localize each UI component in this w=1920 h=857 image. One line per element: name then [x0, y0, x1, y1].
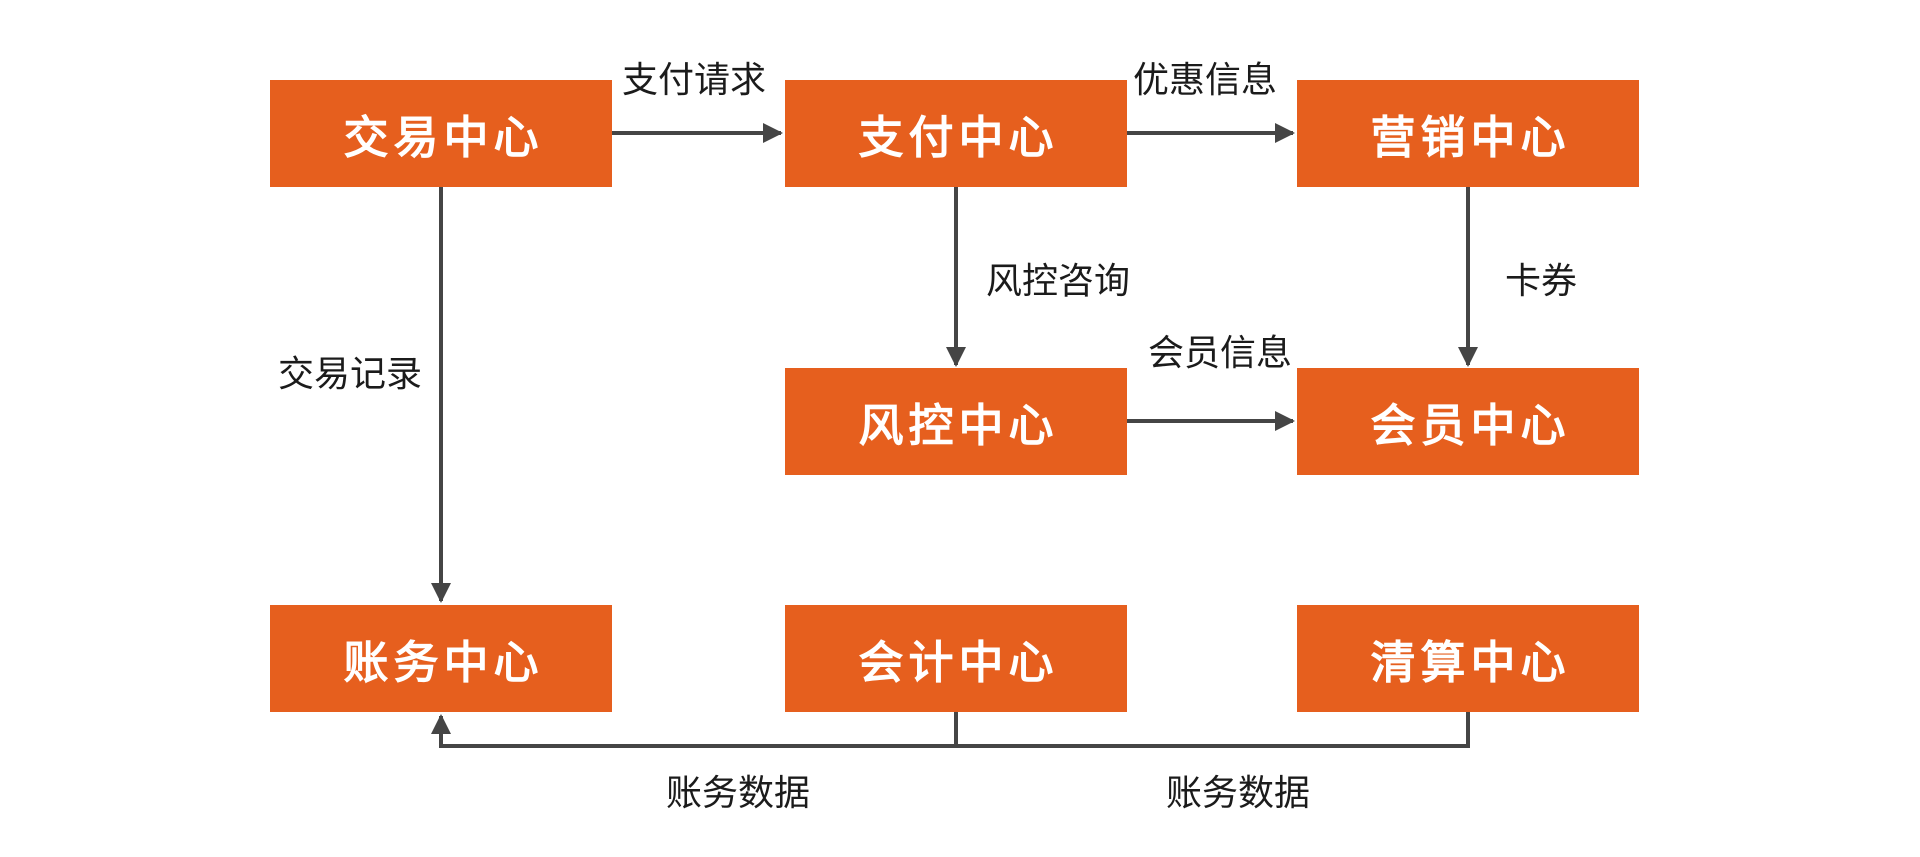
node-risk-center: 风控中心: [785, 368, 1127, 475]
edge-label-member-info: 会员信息: [1147, 332, 1293, 373]
edge-label-finance-data-1: 账务数据: [665, 772, 811, 813]
node-clearing-center: 清算中心: [1297, 605, 1639, 712]
node-accounting-center: 会计中心: [785, 605, 1127, 712]
node-payment-center: 支付中心: [785, 80, 1127, 187]
node-finance-center: 账务中心: [270, 605, 612, 712]
node-trade-center: 交易中心: [270, 80, 612, 187]
edge-label-trade-record: 交易记录: [277, 353, 423, 394]
node-marketing-center: 营销中心: [1297, 80, 1639, 187]
edge-label-finance-data-2: 账务数据: [1165, 772, 1311, 813]
edge-label-promo-info: 优惠信息: [1132, 59, 1278, 100]
node-member-center: 会员中心: [1297, 368, 1639, 475]
edge-label-coupon: 卡券: [1504, 260, 1578, 301]
edge-label-payment-request: 支付请求: [621, 59, 767, 100]
arrow-clearing-to-finance: [956, 712, 1470, 748]
arrow-accounting-to-finance: [431, 712, 958, 748]
edge-label-risk-consult: 风控咨询: [985, 260, 1131, 301]
